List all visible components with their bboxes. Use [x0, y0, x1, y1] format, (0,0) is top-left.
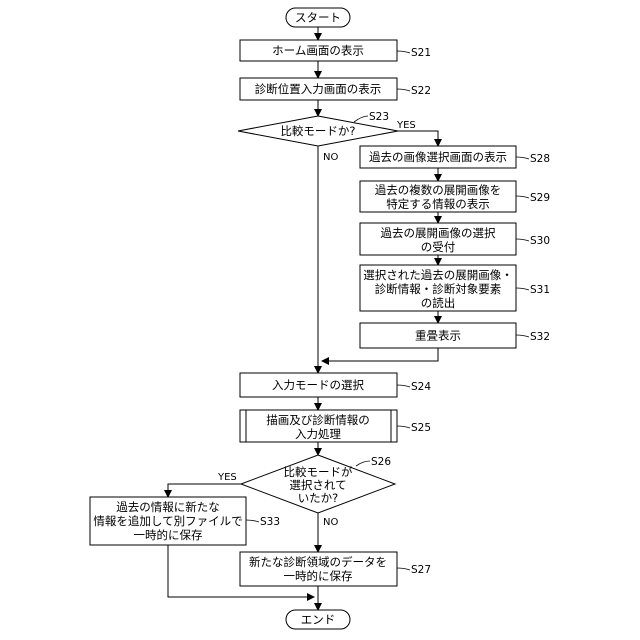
step-label-s27: S27	[411, 564, 431, 576]
step-label-s29: S29	[530, 192, 550, 204]
node-s32-label: 重畳表示	[415, 329, 461, 343]
s29-leader	[516, 196, 529, 198]
node-s28-label: 過去の画像選択画面の表示	[369, 150, 507, 164]
s21-leader	[397, 51, 410, 53]
node-s31-line-2: 診断情報・診断対象要素	[375, 282, 502, 296]
node-s26-line-1: 比較モードが	[284, 465, 353, 479]
s24-leader	[397, 385, 410, 387]
node-start: スタート	[286, 8, 350, 27]
node-s25: 描画及び診断情報の 入力処理 S25	[240, 410, 431, 442]
node-s21: ホーム画面の表示 S21	[240, 40, 431, 61]
step-label-s30: S30	[530, 235, 550, 247]
node-end: エンド	[286, 610, 350, 629]
step-label-s23: S23	[369, 111, 389, 123]
step-label-s25: S25	[411, 422, 431, 434]
s22-leader	[397, 89, 410, 91]
node-s30-line-2: の受付	[421, 240, 456, 254]
s23-no-label: NO	[323, 152, 338, 163]
node-s22-label: 診断位置入力画面の表示	[255, 82, 382, 96]
s32-leader	[516, 335, 529, 337]
s28-leader	[516, 157, 529, 159]
step-label-s22: S22	[411, 85, 431, 97]
edge-s26-yes-s33	[168, 484, 241, 497]
step-label-s26: S26	[371, 456, 391, 468]
node-s29: 過去の複数の展開画像を 特定する情報の表示 S29	[360, 181, 550, 212]
step-label-s31: S31	[530, 284, 550, 296]
s26-leader	[356, 461, 370, 466]
s33-leader	[246, 520, 259, 522]
s27-leader	[397, 568, 410, 570]
node-s31-line-1: 選択された過去の展開画像・	[363, 268, 513, 282]
node-s21-label: ホーム画面の表示	[272, 44, 364, 58]
s23-leader	[354, 116, 368, 122]
s31-leader	[516, 288, 529, 290]
node-s33-line-3: 一時的に保存	[134, 528, 203, 542]
node-s25-line-1: 描画及び診断情報の	[266, 413, 370, 427]
node-s26-line-3: いたか?	[298, 491, 339, 505]
node-s26-line-2: 選択されて	[289, 478, 346, 492]
node-s29-line-2: 特定する情報の表示	[386, 197, 490, 211]
s25-leader	[397, 426, 410, 428]
node-s28: 過去の画像選択画面の表示 S28	[360, 146, 550, 168]
edge-s23-yes-s28	[398, 131, 438, 146]
node-s30-line-1: 過去の展開画像の選択	[381, 226, 496, 240]
node-s25-line-2: 入力処理	[295, 427, 341, 441]
step-label-s32: S32	[530, 331, 550, 343]
step-label-s33: S33	[260, 516, 280, 528]
s30-leader	[516, 239, 529, 241]
node-s24: 入力モードの選択 S24	[240, 373, 431, 397]
node-s23-label: 比較モードか?	[280, 124, 355, 138]
node-s27: 新たな診断領域のデータを 一時的に保存 S27	[240, 552, 431, 586]
node-start-label: スタート	[295, 11, 341, 25]
node-s29-line-1: 過去の複数の展開画像を	[375, 183, 502, 197]
s26-yes-label: YES	[217, 472, 237, 483]
node-s24-label: 入力モードの選択	[272, 378, 364, 392]
node-s32: 重畳表示 S32	[360, 323, 550, 348]
s23-yes-label: YES	[396, 120, 416, 131]
s26-no-label: NO	[323, 517, 338, 528]
node-s27-line-2: 一時的に保存	[284, 569, 353, 583]
node-end-label: エンド	[301, 613, 336, 627]
step-label-s24: S24	[411, 381, 431, 393]
node-s31-line-3: の読出	[421, 296, 456, 310]
node-s27-line-1: 新たな診断領域のデータを	[249, 555, 387, 569]
step-label-s28: S28	[530, 153, 550, 165]
node-s22: 診断位置入力画面の表示 S22	[240, 78, 431, 100]
edge-s32-merge	[322, 348, 438, 361]
node-s31: 選択された過去の展開画像・ 診断情報・診断対象要素 の読出 S31	[360, 265, 550, 311]
node-s33: 過去の情報に新たな 情報を追加して別ファイルで 一時的に保存 S33	[90, 497, 280, 545]
node-s33-line-1: 過去の情報に新たな	[116, 500, 220, 514]
step-label-s21: S21	[411, 47, 431, 59]
node-s30: 過去の展開画像の選択 の受付 S30	[360, 223, 550, 255]
node-s33-line-2: 情報を追加して別ファイルで	[93, 514, 242, 528]
